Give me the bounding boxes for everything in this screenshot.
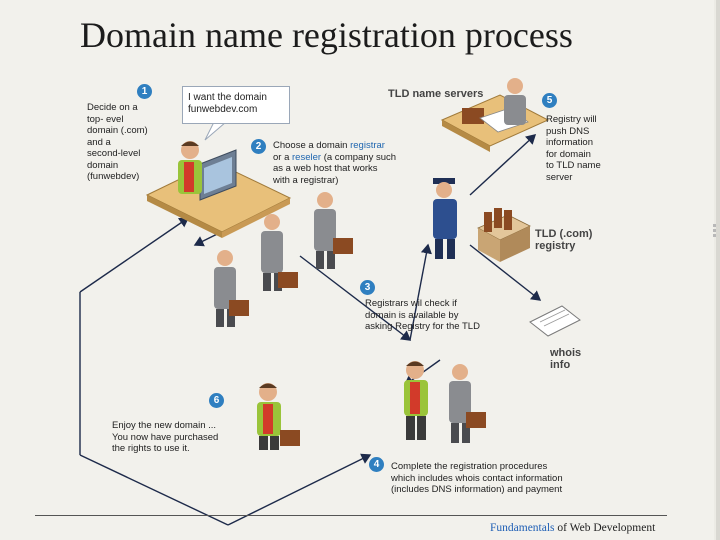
reseller-link-text: reseler bbox=[292, 151, 322, 163]
step-5-text: Registry will push DNS information for d… bbox=[546, 114, 601, 183]
footer-rest: of Web Development bbox=[554, 522, 656, 534]
footer-text: Fundamentals of Web Development bbox=[490, 522, 655, 534]
step-badge-5: 5 bbox=[542, 93, 557, 108]
edge-dot bbox=[713, 224, 716, 227]
edge-dot bbox=[713, 229, 716, 232]
step-badge-4: 4 bbox=[369, 457, 384, 472]
arrow-bottom-left bbox=[79, 454, 229, 526]
registry-officer bbox=[433, 178, 457, 259]
step-badge-2: 2 bbox=[251, 139, 266, 154]
step-badge-3: 3 bbox=[360, 280, 375, 295]
step-4-text: Complete the registration procedures whi… bbox=[391, 461, 563, 495]
person-enjoying bbox=[257, 383, 300, 450]
registry-box bbox=[477, 208, 531, 262]
step-badge-6: 6 bbox=[209, 393, 224, 408]
footer-rule bbox=[35, 515, 667, 516]
step-2-text: Choose a domain registrar or a reseler (… bbox=[273, 140, 397, 186]
tld-name-servers-label: TLD name servers bbox=[388, 88, 484, 100]
registrar-link-text: registrar bbox=[350, 140, 385, 151]
edge-dot bbox=[713, 234, 716, 237]
arrow-bottom-to-user bbox=[227, 453, 372, 526]
step-3-text: Registrars wil check if domain is availa… bbox=[365, 298, 480, 332]
arrow-registry-to-nameservers bbox=[469, 134, 537, 196]
right-edge-bar bbox=[716, 0, 720, 540]
whois-clipboard bbox=[529, 305, 581, 337]
arrow-left-to-desk bbox=[79, 217, 190, 293]
whois-info-label: whois info bbox=[550, 347, 582, 371]
arrow-registrars-to-step3 bbox=[299, 255, 412, 341]
right-edge-bar-inner bbox=[714, 0, 716, 540]
footer-accent: Fundamentals bbox=[490, 522, 555, 534]
step-6-text: Enjoy the new domain ... You now have pu… bbox=[112, 420, 219, 454]
speech-bubble-text: I want the domain funwebdev.com bbox=[188, 92, 267, 115]
tld-registry-label: TLD (.com) registry bbox=[535, 228, 593, 252]
bubble-tail bbox=[204, 121, 228, 141]
person-user-desk bbox=[178, 141, 202, 194]
page-title: Domain name registration process bbox=[80, 15, 573, 55]
step-badge-1: 1 bbox=[137, 84, 152, 99]
arrow-step3-to-registry bbox=[409, 243, 432, 341]
person-customer bbox=[404, 361, 428, 440]
name-server-desk bbox=[440, 78, 550, 152]
step-1-text: Decide on a top- evel domain (.com) and … bbox=[87, 102, 148, 182]
person-registrar-agent bbox=[449, 364, 486, 443]
registrar-businessmen bbox=[214, 192, 353, 327]
speech-bubble bbox=[182, 86, 290, 124]
arrow-registry-to-whois bbox=[469, 244, 542, 301]
